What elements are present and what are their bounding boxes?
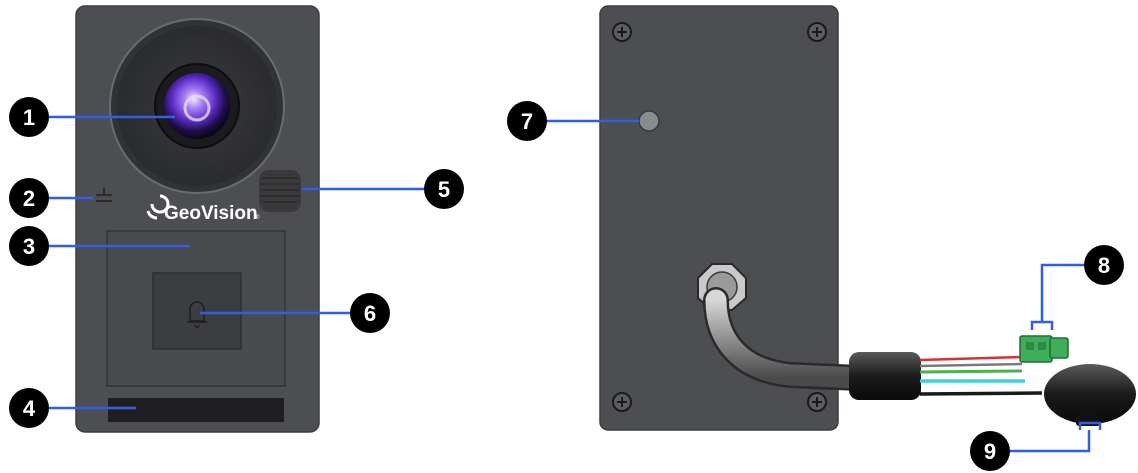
- speaker-lines: [261, 177, 299, 203]
- tamper-sensor: [638, 110, 660, 132]
- callout-7: 7: [507, 101, 547, 141]
- callout-badge: [424, 169, 464, 209]
- screw-bottom-right: [807, 392, 827, 412]
- callout-2: 2: [9, 178, 49, 218]
- callout-3: 3: [9, 226, 49, 266]
- screw-top-right: [807, 22, 827, 42]
- callout-4: 4: [9, 388, 49, 428]
- callout-badge: [507, 101, 547, 141]
- callout-8: 8: [1084, 245, 1124, 285]
- front-panel: GeoVision ®: [75, 5, 320, 433]
- callout-number: 9: [984, 439, 996, 464]
- microphone: [96, 188, 112, 202]
- doorbell-button: [152, 272, 242, 350]
- screw-top-left: [612, 22, 632, 42]
- speaker-grille: [259, 170, 301, 212]
- callout-badge: [9, 388, 49, 428]
- callout-number: 3: [23, 234, 35, 259]
- leader-9-bracket: [1078, 421, 1102, 430]
- callout-badge: [970, 431, 1010, 471]
- callout-5: 5: [424, 169, 464, 209]
- cable-sheath: [705, 289, 871, 389]
- callout-6: 6: [350, 293, 390, 333]
- terminal-block-connector: [1019, 335, 1069, 363]
- brand-logo: GeoVision ®: [146, 194, 260, 224]
- wire-red: [919, 355, 1023, 362]
- wire-green: [919, 369, 1023, 374]
- camera-module: [109, 18, 285, 194]
- leader-8-bracket: [1030, 320, 1054, 330]
- camera-lens: [164, 73, 230, 139]
- callout-badge: [1084, 245, 1124, 285]
- callout-number: 5: [438, 177, 450, 202]
- callout-number: 2: [23, 186, 35, 211]
- leader-8: [1040, 263, 1086, 322]
- callout-badge: [9, 226, 49, 266]
- callout-9: 9: [970, 431, 1010, 471]
- bell-icon: [187, 301, 207, 328]
- callout-number: 8: [1098, 253, 1110, 278]
- brand-mark-icon: [146, 194, 170, 220]
- brand-name: GeoVision: [164, 203, 258, 224]
- back-panel: [599, 5, 1136, 431]
- callout-number: 7: [521, 109, 533, 134]
- wire-gray: [919, 362, 1023, 368]
- leader-9: [1008, 430, 1091, 453]
- callout-badge: [9, 97, 49, 137]
- callout-badge: [9, 178, 49, 218]
- lens-highlight: [183, 94, 211, 122]
- callout-badge: [350, 293, 390, 333]
- network-connector: [1044, 364, 1136, 426]
- cable-boot: [849, 352, 921, 400]
- callout-number: 1: [23, 105, 35, 130]
- leader-lines: [46, 115, 1102, 453]
- callout-number: 6: [364, 301, 376, 326]
- doorbell-button-face: [152, 272, 242, 350]
- brand-trademark: ®: [255, 214, 260, 221]
- back-housing: [599, 5, 839, 431]
- wire-black: [919, 391, 1043, 396]
- screw-bottom-left: [612, 392, 632, 412]
- callout-number: 4: [23, 396, 36, 421]
- callout-1: 1: [9, 97, 49, 137]
- status-bar: [108, 398, 284, 422]
